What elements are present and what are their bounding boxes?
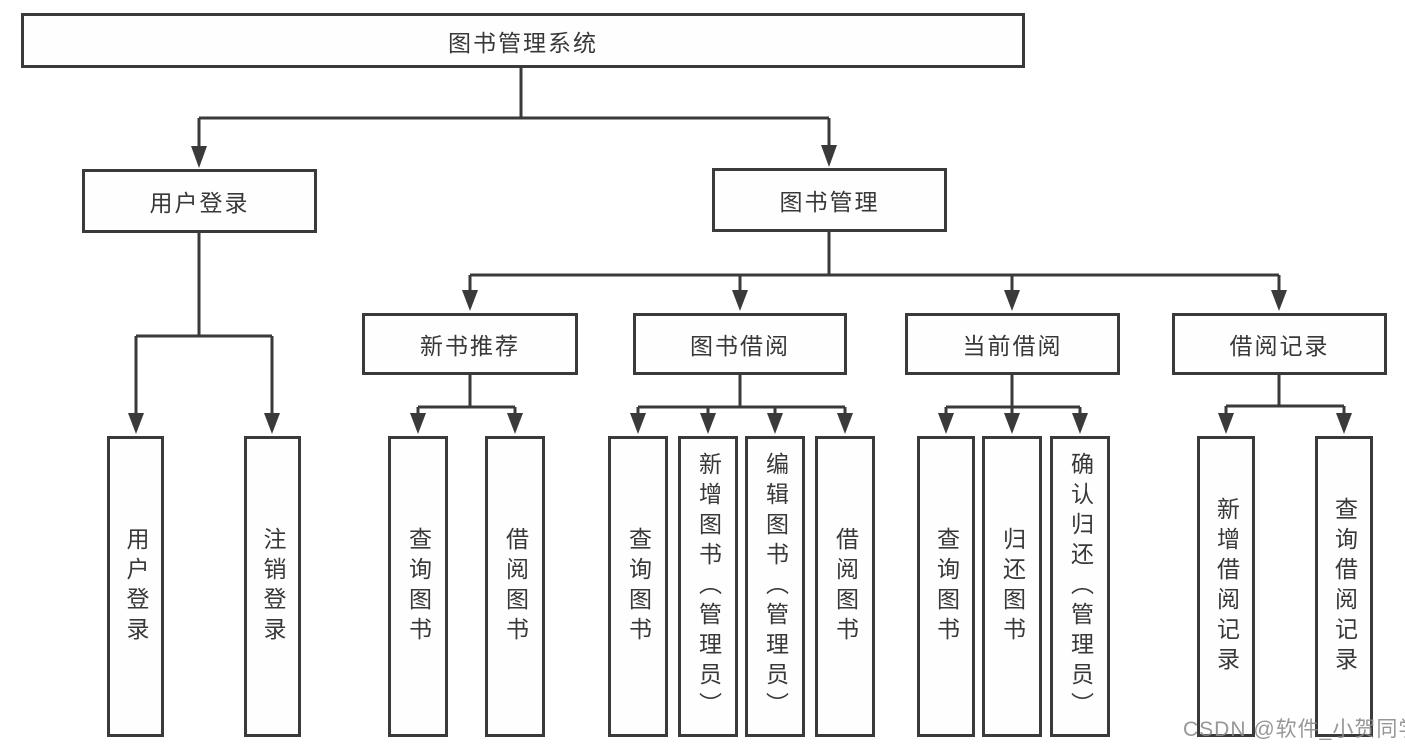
node-book-management: 图书管理 — [712, 168, 947, 232]
node-borrowing-records: 借阅记录 — [1172, 313, 1387, 375]
leaf-label: 确认归还（管理员） — [1067, 451, 1094, 722]
leaf-user-login: 用户登录 — [107, 436, 164, 737]
leaf-edit-books-admin: 编辑图书（管理员） — [745, 436, 805, 737]
node-root-library-system: 图书管理系统 — [21, 13, 1025, 68]
leaf-query-books-borrow: 查询图书 — [608, 436, 668, 737]
node-current-borrowing: 当前借阅 — [905, 313, 1120, 375]
leaf-return-books: 归还图书 — [982, 436, 1042, 737]
leaf-add-books-admin: 新增图书（管理员） — [678, 436, 738, 737]
leaf-label: 查询借阅记录 — [1331, 496, 1358, 677]
leaf-label: 归还图书 — [999, 526, 1026, 647]
leaf-label: 新增借阅记录 — [1213, 496, 1240, 677]
leaf-label: 新增图书（管理员） — [695, 451, 722, 722]
leaf-borrow-books-recommend: 借阅图书 — [485, 436, 545, 737]
leaf-logout: 注销登录 — [244, 436, 301, 737]
leaf-add-borrow-record: 新增借阅记录 — [1197, 436, 1255, 737]
node-user-login: 用户登录 — [82, 169, 317, 233]
leaf-label: 查询图书 — [625, 526, 652, 647]
node-book-borrowing: 图书借阅 — [633, 313, 847, 375]
leaf-label: 用户登录 — [123, 526, 149, 647]
leaf-label: 借阅图书 — [832, 526, 859, 647]
csdn-watermark: CSDN @软件_小贺同学 — [1183, 718, 1405, 741]
leaf-label: 编辑图书（管理员） — [762, 451, 789, 722]
leaf-label: 借阅图书 — [502, 526, 529, 647]
leaf-borrow-books: 借阅图书 — [815, 436, 875, 737]
leaf-query-books-current: 查询图书 — [917, 436, 975, 737]
leaf-query-borrow-record: 查询借阅记录 — [1315, 436, 1373, 737]
leaf-label: 查询图书 — [933, 526, 960, 647]
leaf-label: 查询图书 — [405, 526, 432, 647]
leaf-label: 注销登录 — [260, 526, 286, 647]
leaf-confirm-return-admin: 确认归还（管理员） — [1050, 436, 1110, 737]
leaf-query-books-recommend: 查询图书 — [388, 436, 448, 737]
node-new-book-recommendation: 新书推荐 — [362, 313, 578, 375]
